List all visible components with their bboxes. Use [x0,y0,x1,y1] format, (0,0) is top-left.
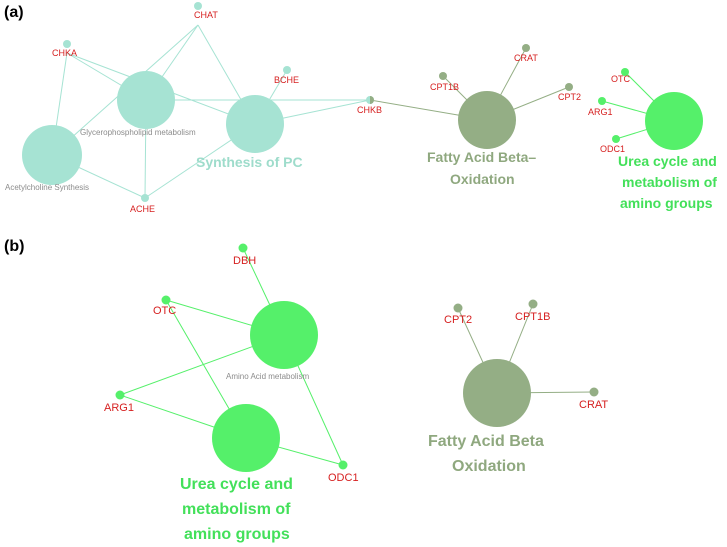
label-glycerophospholipid: Glycerophospholipid metabolism [80,128,196,137]
node-arg1-b [115,390,125,400]
label-urea-b-2: metabolism of [182,501,291,518]
node-odc1-a [612,135,620,143]
node-cpt2 [565,83,573,91]
node-bche [283,66,291,74]
label-arg1-a: ARG1 [588,107,613,117]
panel-b-term-labels: Amino Acid metabolism Urea cycle and met… [180,372,544,543]
node-fatty-acid [458,91,516,149]
node-crat [522,44,530,52]
label-cpt2: CPT2 [558,92,581,102]
label-chat: CHAT [194,10,218,20]
label-crat: CRAT [514,53,538,63]
panel-b-label: (b) [4,238,24,255]
node-chkb [366,96,374,104]
label-cpt2-b: CPT2 [444,314,472,326]
node-otc-b [161,295,171,305]
label-chkb: CHKB [357,105,382,115]
panel-a-label: (a) [4,4,24,21]
label-urea-a-2: metabolism of [622,174,717,190]
label-bche: BCHE [274,75,299,85]
node-dbh [238,243,248,253]
label-chka: CHKA [52,48,77,58]
label-synthesis-pc: Synthesis of PC [196,154,303,170]
panel-b-term-nodes [212,301,531,472]
node-cpt1b [439,72,447,80]
label-urea-a-1: Urea cycle and [618,153,717,169]
label-fatty-acid-a-1: Fatty Acid Beta– [427,149,536,165]
panel-a-term-nodes [22,71,703,185]
label-odc1-a: ODC1 [600,144,625,154]
label-odc1-b: ODC1 [328,472,359,484]
node-crat-b [589,387,599,397]
node-acetylcholine [22,125,82,185]
node-otc-a [621,68,629,76]
node-fatty-acid-b [463,359,531,427]
node-ache [141,194,149,202]
panel-b-gene-nodes [115,243,599,470]
label-amino-acid: Amino Acid metabolism [226,372,309,381]
node-cpt2-b [453,303,463,313]
node-cpt1b-b [528,299,538,309]
panel-a-gene-nodes [63,2,629,202]
label-crat-b: CRAT [579,399,608,411]
label-urea-b-3: amino groups [184,526,290,543]
node-chat [194,2,202,10]
label-fatty-acid-b-1: Fatty Acid Beta [428,433,544,450]
node-odc1-b [338,460,348,470]
label-otc-b: OTC [153,305,176,317]
label-acetylcholine: Acetylcholine Synthesis [5,183,89,192]
label-cpt1b-b: CPT1B [515,311,550,323]
node-urea-cycle [645,92,703,150]
label-ache: ACHE [130,204,155,214]
node-amino-acid-metabolism [250,301,318,369]
label-otc-a: OTC [611,74,630,84]
label-fatty-acid-a-2: Oxidation [450,171,515,187]
panel-a-gene-labels: CHAT CHKA BCHE CHKB ACHE CPT1B CRAT CPT2… [52,10,630,214]
label-fatty-acid-b-2: Oxidation [452,458,526,475]
label-arg1-b: ARG1 [104,402,134,414]
node-urea-cycle-b [212,404,280,472]
panel-b-gene-labels: DBH OTC ARG1 ODC1 CPT2 CPT1B CRAT [104,255,608,484]
node-chka [63,40,71,48]
label-urea-a-3: amino groups [620,195,713,211]
label-dbh: DBH [233,255,256,267]
node-arg1-a [598,97,606,105]
label-urea-b-1: Urea cycle and [180,476,293,493]
node-glycerophospholipid [117,71,175,129]
panel-a-term-labels: Glycerophospholipid metabolism Acetylcho… [5,128,717,211]
label-cpt1b: CPT1B [430,82,459,92]
node-synthesis-pc [226,95,284,153]
